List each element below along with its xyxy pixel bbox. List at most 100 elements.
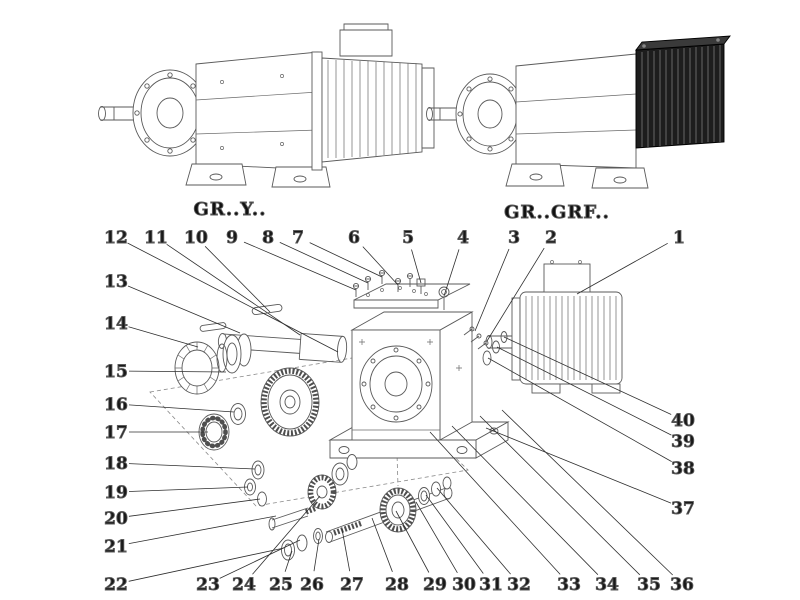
exploded-view-art (149, 260, 623, 561)
mounting-foot (185, 163, 247, 186)
callout-number-25: 25 (269, 575, 293, 595)
callout-number-35: 35 (637, 575, 661, 595)
output-shaft-drawing (199, 303, 348, 363)
leader-line-39 (496, 346, 672, 436)
leader-line-35 (479, 415, 641, 576)
input-washers-drawing (482, 331, 508, 366)
callout-number-28: 28 (385, 575, 409, 595)
motor-terminal-box (543, 263, 591, 293)
callout-number-27: 27 (340, 575, 364, 595)
callout-number-16: 16 (104, 395, 128, 415)
top-cover-drawing (353, 283, 471, 309)
leader-line-9 (243, 241, 357, 291)
eye-bolt-drawing (438, 286, 450, 310)
leader-line-19 (128, 486, 249, 492)
gearbox-front-face (455, 73, 525, 155)
callout-number-1: 1 (673, 228, 685, 248)
callout-number-10: 10 (184, 228, 208, 248)
callout-number-40: 40 (671, 411, 695, 431)
leader-line-18 (128, 463, 256, 470)
leader-line-3 (474, 248, 510, 332)
variant-label-gr-y: GR..Y.. (194, 199, 267, 220)
end-cap-drawing (230, 403, 246, 425)
leader-line-40 (503, 336, 672, 415)
callout-number-39: 39 (671, 432, 695, 452)
finned-cover-block (635, 43, 725, 149)
seal-ring-drawing (174, 341, 228, 395)
leader-line-7 (309, 242, 383, 278)
assembled-unit-gr-grf-drawing (426, 35, 731, 189)
gearbox-body (195, 51, 319, 171)
callout-number-33: 33 (557, 575, 581, 595)
leader-line-10 (204, 246, 271, 313)
callout-number-14: 14 (104, 314, 128, 334)
terminal-box (339, 29, 393, 57)
leader-line-15 (128, 370, 227, 373)
mounting-foot (591, 167, 649, 189)
leader-line-37 (485, 427, 672, 504)
leader-line-1 (576, 242, 668, 295)
motor-drawing (485, 260, 623, 394)
breather-plug-drawing (416, 278, 426, 294)
gearbox-body (515, 53, 637, 169)
leader-line-25 (284, 550, 293, 572)
leader-line-5 (411, 249, 422, 284)
callout-number-29: 29 (423, 575, 447, 595)
leader-line-11 (166, 243, 301, 336)
callout-number-30: 30 (452, 575, 476, 595)
leader-line-12 (127, 242, 339, 353)
callout-number-31: 31 (479, 575, 503, 595)
leader-line-38 (487, 357, 672, 462)
leader-line-20 (128, 498, 261, 517)
callout-number-20: 20 (104, 509, 128, 529)
callout-number-9: 9 (226, 228, 238, 248)
gear-large-drawing (260, 367, 320, 437)
spacer-rings-drawing (331, 454, 358, 486)
callout-number-7: 7 (292, 228, 304, 248)
callout-number-15: 15 (104, 362, 128, 382)
leader-lines (127, 241, 673, 582)
motor-bolts-drawing (463, 326, 489, 350)
callout-number-38: 38 (671, 459, 695, 479)
variant-label-gr-grf: GR..GRF.. (504, 202, 610, 223)
callout-number-26: 26 (300, 575, 324, 595)
callout-number-17: 17 (104, 423, 128, 443)
leader-line-29 (395, 510, 430, 573)
callout-number-11: 11 (144, 228, 168, 248)
leader-line-13 (127, 285, 241, 334)
callout-number-3: 3 (508, 228, 520, 248)
leader-line-14 (128, 326, 199, 348)
callout-number-12: 12 (104, 228, 128, 248)
mounting-foot (271, 166, 331, 188)
leader-line-23 (219, 539, 301, 579)
callout-number-36: 36 (670, 575, 694, 595)
callout-number-37: 37 (671, 499, 695, 519)
leader-line-21 (128, 515, 277, 544)
callout-number-18: 18 (104, 454, 128, 474)
leader-line-36 (501, 409, 673, 576)
callout-number-22: 22 (104, 575, 128, 595)
callout-number-2: 2 (545, 228, 557, 248)
leader-line-33 (429, 431, 561, 575)
bottom-shaft-assembly-drawing (281, 476, 453, 561)
leader-line-4 (443, 249, 460, 297)
leader-line-16 (128, 404, 235, 413)
callout-number-34: 34 (595, 575, 619, 595)
motor-flange (311, 51, 323, 171)
leader-line-8 (279, 242, 369, 284)
callout-number-5: 5 (402, 228, 414, 248)
callout-number-8: 8 (262, 228, 274, 248)
callout-number-6: 6 (348, 228, 360, 248)
mounting-foot (505, 163, 565, 187)
bearing-drawing (198, 413, 230, 451)
callout-number-13: 13 (104, 272, 128, 292)
gear-intermediate-drawing (307, 474, 337, 510)
shaft-cover-drawing (222, 333, 252, 374)
leader-line-32 (436, 487, 511, 575)
leader-line-27 (341, 528, 351, 572)
housing-drawing (328, 311, 510, 459)
callout-number-24: 24 (232, 575, 256, 595)
leader-line-24 (252, 495, 321, 575)
